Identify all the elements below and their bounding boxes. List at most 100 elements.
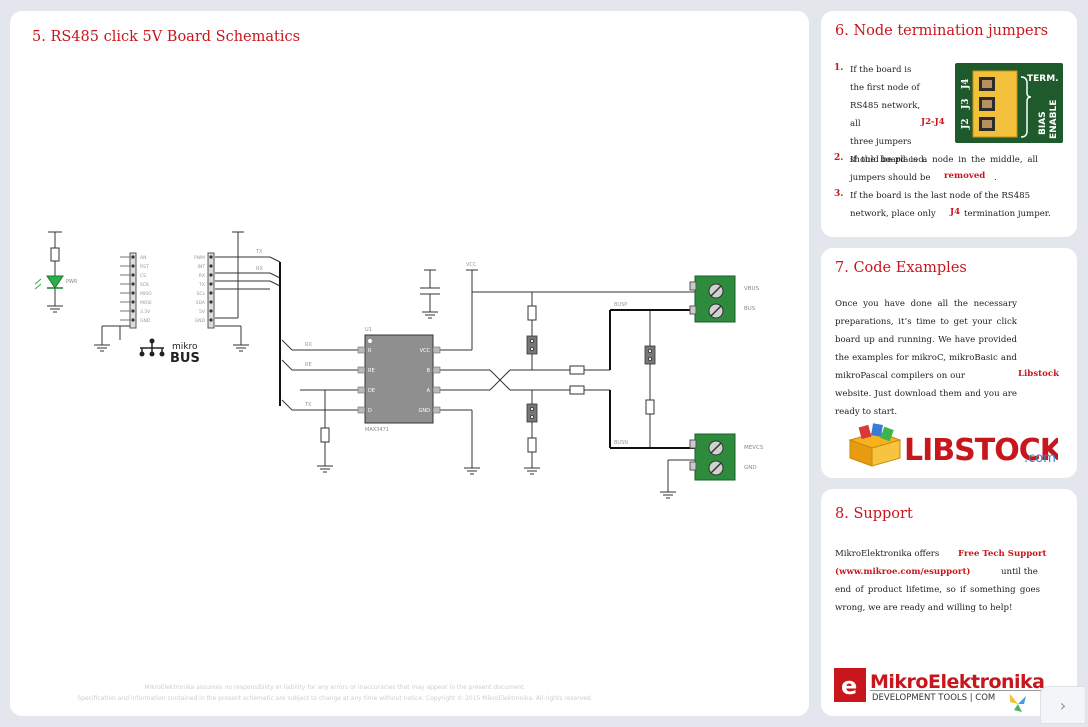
termination-title: 6. Node termination jumpers — [835, 23, 1049, 39]
libstock-logo-text: LIBSTOCK — [904, 433, 1058, 468]
mikrobus-logo: mikro BUS — [139, 338, 200, 366]
svg-text:BUS: BUS — [170, 351, 200, 366]
mikrobus-left-pin: SCK — [120, 282, 150, 288]
ic-left-pin: DE — [357, 386, 375, 394]
svg-text:MEVCS: MEVCS — [744, 445, 764, 451]
svg-text:D: D — [368, 408, 372, 414]
mikroelektronika-logo: e MikroElektronika DEVELOPMENT TOOLS | C… — [834, 668, 1064, 704]
mikrobus-left-pin: GND — [120, 318, 151, 324]
mikrobus-right-pin: PWM — [194, 255, 213, 261]
mikrobus-right-pin: SDA — [196, 300, 213, 306]
support-title: 8. Support — [835, 506, 913, 522]
svg-text:PWM: PWM — [194, 255, 205, 261]
net-label-rx: RX — [256, 266, 263, 272]
disclaimer-line-2: Specification and information contained … — [77, 695, 593, 702]
schematics-title: 5. RS485 click 5V Board Schematics — [32, 29, 301, 45]
mikrobus-left-pin: MOSI — [120, 300, 152, 306]
term-item-3-end: termination jumper. — [964, 209, 1051, 219]
svg-text:R: R — [368, 348, 372, 354]
svg-text:MISO: MISO — [140, 291, 152, 297]
svg-text:RST: RST — [140, 264, 149, 270]
svg-text:DE: DE — [368, 388, 375, 394]
libstock-link[interactable]: Libstock — [1018, 369, 1060, 379]
led-label: PWR — [66, 279, 78, 285]
net-label-rx-ic: RX — [305, 342, 312, 348]
libstock-logo-suffix: .com — [1024, 451, 1056, 466]
mikrobus-right-header: PWM INT RX TX SCL SDA 5V GND — [194, 252, 215, 329]
jumper-j3 — [526, 403, 538, 423]
net-label-re: RE — [305, 362, 312, 368]
code-examples-text: Once you have done all the necessary pre… — [835, 299, 1017, 417]
svg-text:B: B — [427, 368, 431, 374]
net-label-tx: TX — [255, 249, 263, 255]
support-line-2-end: until the — [1001, 567, 1038, 577]
svg-text:TX: TX — [198, 282, 205, 288]
bias-label: BIAS — [1038, 111, 1048, 135]
net-label-vcc: VCC — [466, 262, 477, 268]
mikrobus-left-pin: AN — [120, 255, 146, 261]
net-label-busp: BUSP — [614, 302, 627, 308]
svg-text:5V: 5V — [199, 309, 206, 315]
mikrobus-left-pin: CS — [120, 273, 146, 279]
ic-right-pin: VCC — [420, 346, 441, 354]
mikrobus-right-pin: 5V — [199, 309, 213, 315]
svg-text:e: e — [841, 672, 857, 700]
svg-text:INT: INT — [198, 264, 206, 270]
term-item-1-number: 1. — [834, 63, 844, 73]
mikroelektronika-logo-subtext: DEVELOPMENT TOOLS | COM — [872, 693, 995, 703]
assistant-icon[interactable] — [1004, 690, 1030, 716]
free-tech-support-link[interactable]: Free Tech Support — [958, 549, 1047, 559]
mikrobus-right-pin: RX — [199, 273, 213, 279]
term-item-1-text: If the board is the first node of RS485 … — [850, 65, 927, 165]
svg-text:MOSI: MOSI — [140, 300, 152, 306]
svg-text:GND: GND — [195, 318, 206, 324]
ic-left-pin: D — [357, 406, 372, 414]
svg-text:CS: CS — [140, 273, 146, 279]
term-item-3-text: If the board is the last node of the RS4… — [850, 191, 1031, 219]
svg-text:VBUS: VBUS — [744, 286, 760, 292]
power-led — [46, 275, 64, 289]
term-label: TERM. — [1027, 74, 1059, 84]
mikrobus-right-pin: SCL — [196, 291, 213, 297]
ic-right-pin: GND — [419, 406, 441, 414]
mikrobus-right-pin: INT — [198, 264, 213, 270]
termination-jumpers-image: J4 J3 J2 TERM. BIAS ENABLE — [955, 63, 1063, 143]
ic-right-pin: A — [427, 386, 441, 394]
enable-label: ENABLE — [1049, 100, 1059, 139]
net-label-tx-ic: TX — [304, 402, 312, 408]
ic-left-pin: RE — [357, 366, 375, 374]
svg-text:RX: RX — [199, 273, 205, 279]
code-examples-title: 7. Code Examples — [835, 260, 967, 276]
term-item-2-end: . — [994, 173, 997, 183]
screw-terminal-1: VBUS BUS — [689, 275, 760, 323]
ic-left-pin: R — [357, 346, 372, 354]
svg-text:SCL: SCL — [196, 291, 205, 297]
chevron-right-icon: › — [1059, 695, 1067, 715]
term-item-1-highlight: J2-J4 — [921, 117, 945, 127]
libstock-logo[interactable]: LIBSTOCK .com — [848, 422, 1066, 468]
jumper-label-j4: J4 — [961, 78, 971, 90]
term-item-3-highlight: J4 — [950, 207, 961, 217]
jumper-j2 — [526, 335, 538, 355]
term-item-2-highlight: removed — [944, 171, 986, 181]
svg-text:mikro: mikro — [172, 342, 198, 352]
net-label-busn: BUSN — [614, 440, 628, 446]
esupport-link[interactable]: (www.mikroe.com/esupport) — [835, 567, 971, 577]
mikrobus-right-pin: GND — [195, 318, 213, 324]
jumper-label-j2: J2 — [961, 118, 971, 130]
svg-text:BUS: BUS — [744, 306, 756, 312]
term-item-2-number: 2. — [834, 153, 844, 163]
svg-text:SDA: SDA — [196, 300, 206, 306]
support-text: MikroElektronika offers end of product l… — [835, 549, 1040, 613]
next-page-button[interactable]: › — [1040, 686, 1086, 724]
term-item-3-number: 3. — [834, 189, 844, 199]
ic-right-pin: B — [427, 366, 441, 374]
jumper-label-j3: J3 — [961, 98, 971, 110]
svg-text:MAX3471: MAX3471 — [365, 427, 389, 433]
svg-text:VCC: VCC — [420, 348, 431, 354]
term-item-2-text: If the board is a node in the middle, al… — [850, 155, 1038, 183]
svg-text:RE: RE — [368, 368, 375, 374]
mikrobus-left-pin: MISO — [120, 291, 152, 297]
